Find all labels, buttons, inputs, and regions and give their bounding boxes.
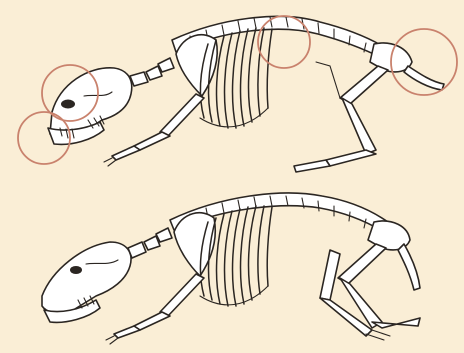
tail [404, 66, 444, 90]
skull [42, 242, 131, 322]
skull [48, 68, 132, 145]
skeleton-top [18, 16, 457, 172]
front-leg [106, 274, 204, 344]
neck-vertebrae [128, 228, 172, 258]
hind-leg [294, 62, 388, 172]
tail [398, 244, 420, 290]
skeleton-bottom [42, 193, 420, 344]
neck-vertebrae [130, 58, 174, 86]
